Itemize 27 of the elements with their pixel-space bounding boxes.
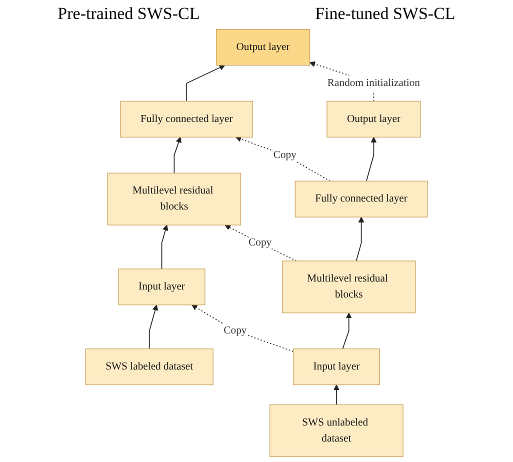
edge-label: Random initialization — [327, 77, 420, 89]
node-box: Fully connected layer — [120, 100, 254, 138]
arrow — [366, 136, 377, 182]
arrow — [334, 384, 340, 406]
arrow — [192, 304, 294, 352]
column-title: Pre-trained SWS-CL — [58, 4, 200, 24]
column-title: Fine-tuned SWS-CL — [315, 4, 456, 24]
edge-label: Copy — [248, 237, 272, 248]
arrow — [148, 304, 158, 350]
node-box: Multilevel residual blocks — [107, 172, 242, 226]
node-box: Input layer — [292, 348, 380, 386]
node-box: Multilevel residual blocks — [282, 260, 416, 314]
node-box: Output layer — [216, 29, 310, 66]
arrow — [186, 64, 226, 102]
node-box: SWS unlabeled dataset — [270, 404, 404, 457]
node-box: Output layer — [326, 100, 421, 138]
arrow — [174, 136, 182, 174]
arrow — [224, 224, 297, 262]
arrow — [236, 136, 330, 182]
edge-label: Copy — [273, 149, 296, 160]
arrow — [356, 216, 364, 262]
arrow — [342, 312, 352, 350]
edge-label: Copy — [224, 324, 247, 336]
node-box: SWS labeled dataset — [85, 348, 214, 386]
arrow — [161, 224, 168, 270]
node-box: Fully connected layer — [294, 180, 428, 218]
node-box: Input layer — [118, 268, 206, 306]
